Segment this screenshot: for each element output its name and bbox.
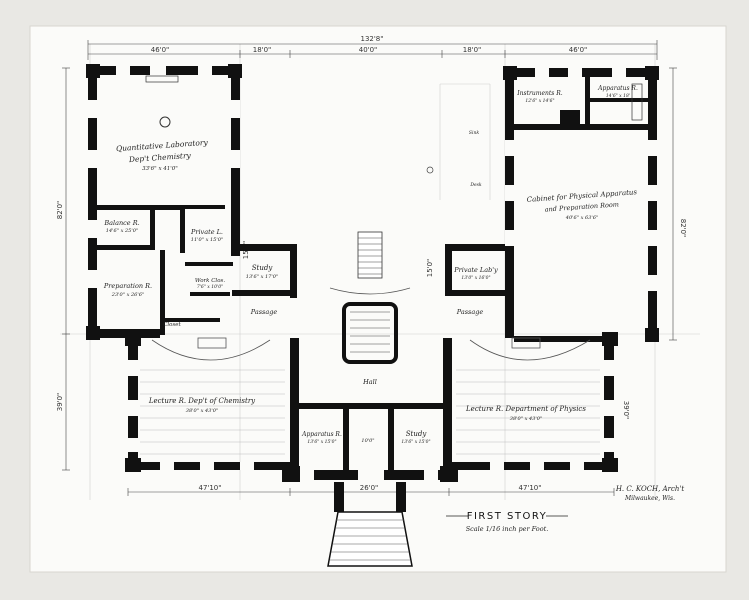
dim-top-mid-right: 18'0" — [463, 46, 482, 54]
architect-city: Milwaukee, Wis. — [624, 495, 675, 502]
dim-bottom-right: 47'10" — [519, 484, 542, 492]
dim-top-left: 46'0" — [151, 46, 170, 54]
label-passage-left: Passage — [250, 308, 278, 316]
dim-quant-lab: 33'6" x 41'0" — [142, 166, 178, 172]
label-apparatus-room-small: Apparatus R. — [301, 431, 342, 438]
dim-bottom-left: 47'10" — [199, 484, 222, 492]
dim-balance-room: 14'6" x 25'0" — [106, 228, 138, 234]
dim-top-mid-left: 18'0" — [253, 46, 272, 54]
label-work-closet: Work Clos. — [195, 278, 225, 284]
dim-overall: 132'8" — [361, 35, 384, 43]
window-openings — [88, 66, 657, 480]
lecture-seating — [151, 337, 591, 361]
label-passage-right: Passage — [456, 308, 484, 316]
floor-hatching — [140, 369, 600, 455]
dim-apparatus-room-small: 13'6" x 15'0" — [307, 439, 336, 445]
dim-study-center: 13'6" x 15'0" — [401, 439, 430, 445]
label-annotation-a: Sink — [469, 130, 479, 136]
paper-sheet — [29, 25, 727, 573]
dim-private-laboratory-right: 13'0" x 16'0" — [461, 275, 490, 281]
dim-bottom-center: 26'0" — [360, 484, 379, 492]
label-preparation-room: Preparation R. — [103, 282, 152, 290]
drawing-scale: Scale 1/16 inch per Foot. — [466, 525, 549, 533]
dim-lecture-room-physics: 38'0" x 43'0" — [510, 416, 542, 422]
label-apparatus-room-top: Apparatus R. — [597, 85, 638, 92]
dim-private-lab-left: 11'0" x 15'0" — [191, 237, 223, 243]
label-private-laboratory-right: Private Lab'y — [453, 266, 498, 274]
central-stair — [329, 231, 411, 364]
label-private-lab-left: Private L. — [190, 228, 223, 236]
label-lecture-room-physics: Lecture R. Department of Physics — [465, 405, 586, 413]
dim-lecture-room-chemistry: 38'0" x 43'0" — [186, 408, 218, 414]
label-closet: Closet — [163, 322, 181, 328]
dim-left-side-1: 82'0" — [56, 201, 64, 220]
label-annotation-b: Desk — [469, 182, 482, 188]
dim-inner-b: 15'0" — [426, 259, 434, 278]
dim-work-closet: 7'6" x 10'0" — [197, 284, 223, 290]
label-study-center: Study — [406, 430, 428, 438]
dimension-lines — [62, 40, 677, 496]
dim-vestibule: 10'0" — [361, 438, 374, 444]
dim-right-side: 82'0" — [679, 219, 687, 238]
dim-top-right: 46'0" — [569, 46, 588, 54]
label-balance-room: Balance R. — [103, 219, 139, 227]
title-block: FIRST STORY Scale 1/16 inch per Foot. H.… — [446, 485, 684, 533]
label-study-left: Study — [252, 264, 274, 272]
dim-top-center: 40'0" — [359, 46, 378, 54]
drawing-title: FIRST STORY — [467, 511, 548, 522]
dim-right-inner: 39'0" — [622, 401, 630, 420]
label-instruments-room: Instruments R. — [516, 90, 562, 97]
dim-instruments-room: 12'6" x 14'6" — [525, 98, 554, 104]
dim-left-side-2: 39'0" — [56, 393, 64, 412]
label-quant-lab-department: Dep't Chemistry — [128, 151, 192, 164]
dim-cabinet-physical-apparatus: 40'6" x 63'6" — [565, 215, 598, 221]
dim-preparation-room: 23'0" x 26'6" — [111, 292, 144, 298]
label-hall: Hall — [362, 378, 377, 386]
entrance-steps — [327, 482, 413, 567]
label-lecture-room-chemistry: Lecture R. Dep't of Chemistry — [148, 397, 256, 405]
architect-name: H. C. KOCH, Arch't — [615, 485, 685, 493]
fixtures — [145, 75, 643, 174]
dim-study-left: 13'6" x 17'0" — [246, 274, 278, 280]
dim-apparatus-room-top: 14'6" x 18' — [606, 93, 630, 99]
